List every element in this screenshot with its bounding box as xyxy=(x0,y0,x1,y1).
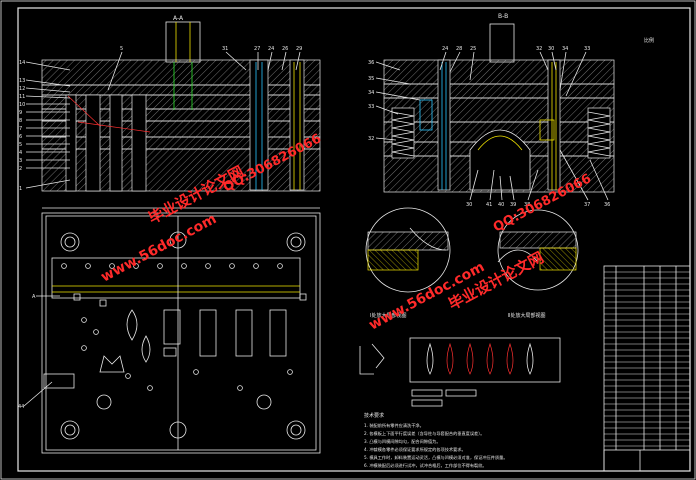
aa-top-part-31: 31 xyxy=(222,46,228,52)
bb-top-part-32: 32 xyxy=(536,46,542,52)
section-label-bb: B-B xyxy=(498,13,508,20)
part-no-1: 1 xyxy=(19,186,22,192)
tech-line-1: 1. 装配前所有零件应清洗干净。 xyxy=(364,422,424,429)
tech-title: 技术要求 xyxy=(364,412,384,419)
bb-top-part-34: 34 xyxy=(562,46,568,52)
part-no-2: 2 xyxy=(19,166,22,172)
plan-view-lower-die: A 44 xyxy=(18,207,321,454)
section-view-aa: A-A xyxy=(19,15,321,192)
bb-top-part-30: 30 xyxy=(548,46,554,52)
part-no-5: 5 xyxy=(19,142,22,148)
part-no-11: 11 xyxy=(19,94,25,100)
aa-top-part-29: 29 xyxy=(296,46,302,52)
part-no-14: 14 xyxy=(19,60,25,66)
detail-label-2: Ⅱ处放大局部视图 xyxy=(508,312,545,319)
bb-bottom-part-36: 36 xyxy=(604,202,610,208)
bb-bottom-part-39: 39 xyxy=(510,202,516,208)
bb-part-numbers: 36 35 34 33 32 24 28 25 32 30 34 33 30 xyxy=(368,46,610,208)
aa-top-part-27: 27 xyxy=(254,46,260,52)
part-no-9: 9 xyxy=(19,110,22,116)
detail-label-1: Ⅰ处放大局部视图 xyxy=(370,312,406,319)
section-label-aa: A-A xyxy=(173,15,184,22)
part-no-12: 12 xyxy=(19,86,25,92)
tech-line-4: 4. 冲裁模各零件必须保证要求所规定的各项技术要求。 xyxy=(364,446,466,453)
bb-top-part-33: 33 xyxy=(584,46,590,52)
plan-marker-a: A xyxy=(32,294,36,300)
bb-bottom-part-30: 30 xyxy=(466,202,472,208)
part-no-8: 8 xyxy=(19,118,22,124)
bb-top-part-25: 25 xyxy=(470,46,476,52)
part-no-13: 13 xyxy=(19,78,25,84)
bb-left-part-34: 34 xyxy=(368,90,374,96)
tech-line-6: 6. 冲模装配后必须进行试冲，试冲合格后，工作部位不得有裂纹。 xyxy=(364,462,487,469)
technical-requirements: 技术要求 1. 装配前所有零件应清洗干净。 2. 各模板上下面平行度误差（含导柱… xyxy=(364,412,508,469)
aa-part-numbers-top: 5 31 27 24 26 29 xyxy=(107,46,302,91)
part-no-3: 3 xyxy=(19,158,22,164)
part-no-4: 4 xyxy=(19,150,22,156)
tech-line-3: 3. 凸模与凹模间隙均匀，配合间隙值为。 xyxy=(364,438,441,445)
aa-top-part-5: 5 xyxy=(120,46,123,52)
aa-top-part-26: 26 xyxy=(282,46,288,52)
part-no-7: 7 xyxy=(19,126,22,132)
part-no-6: 6 xyxy=(19,134,22,140)
bb-bottom-part-37: 37 xyxy=(584,202,590,208)
bb-left-part-36: 36 xyxy=(368,60,374,66)
bb-left-part-33: 33 xyxy=(368,104,374,110)
bb-top-part-28: 28 xyxy=(456,46,462,52)
bb-left-part-32: 32 xyxy=(368,136,374,142)
scale-note: 比例 xyxy=(644,37,654,44)
aa-part-number-column: 14 13 12 11 10 9 8 7 6 5 4 3 2 1 xyxy=(19,60,71,192)
tech-line-2: 2. 各模板上下面平行度误差（含导柱与导套配合的垂直度误差）。 xyxy=(364,430,484,437)
section-view-bb: B-B 36 35 34 33 32 xyxy=(368,13,654,208)
part-no-10: 10 xyxy=(19,102,25,108)
plan-part-44: 44 xyxy=(18,404,24,410)
detail-view-1: Ⅰ处放大局部视图 xyxy=(365,207,451,319)
sheet-inner-border xyxy=(17,7,691,472)
strip-layout xyxy=(359,337,561,407)
detail-view-2: Ⅱ处放大局部视图 xyxy=(497,209,579,319)
bb-left-part-35: 35 xyxy=(368,76,374,82)
bb-bottom-part-40: 40 xyxy=(498,202,504,208)
aa-top-part-24: 24 xyxy=(268,46,274,52)
bb-bottom-part-41: 41 xyxy=(486,202,492,208)
parts-list-table xyxy=(603,265,691,472)
bb-bottom-part-38: 38 xyxy=(524,202,530,208)
tech-line-5: 5. 模具工作时，卸料装置运动灵活，凸模与凹模必须对准，保证冲压件质量。 xyxy=(364,454,508,461)
bb-top-part-24: 24 xyxy=(442,46,448,52)
